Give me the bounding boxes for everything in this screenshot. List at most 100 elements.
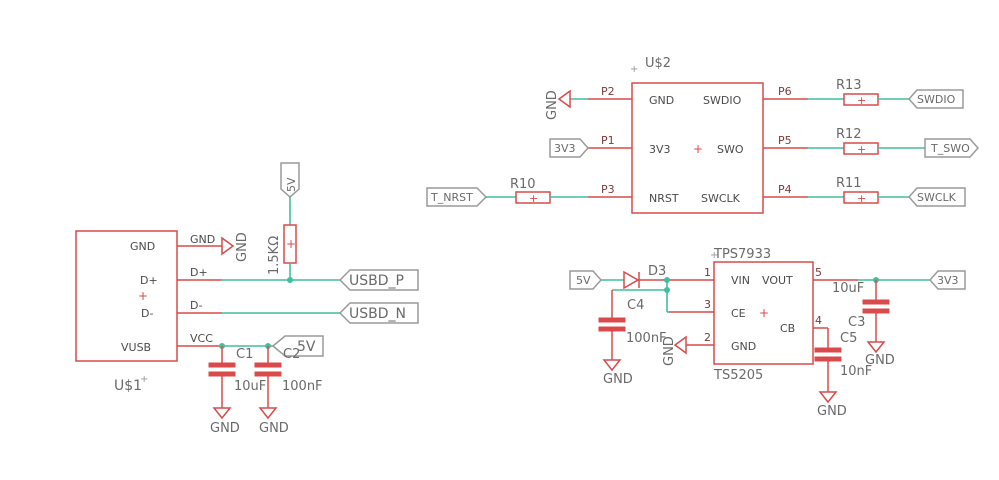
usb-net-vcc: VCC xyxy=(190,332,213,345)
usb-pin-dminus: D- xyxy=(141,307,153,320)
usb-gnd-symbol xyxy=(221,236,235,256)
c1-gnd-symbol xyxy=(212,407,232,420)
flag-t-swo[interactable] xyxy=(924,138,980,158)
r13-name: R13 xyxy=(836,78,862,93)
usb-net-gnd: GND xyxy=(190,233,215,246)
flag-3v3-swd[interactable] xyxy=(549,138,590,158)
flag-3v3-swd-label: 3V3 xyxy=(554,142,576,155)
c3-plate-bottom xyxy=(862,308,890,314)
resistor-pullup-value: 1.5KΩ xyxy=(267,236,282,275)
c5-plate-top xyxy=(814,347,842,353)
c2-plate-bottom xyxy=(254,371,282,377)
c4-name: C4 xyxy=(627,298,644,313)
flag-5v-reg-label: 5V xyxy=(576,274,591,287)
flag-usbd-n-label: USBD_N xyxy=(349,306,406,322)
regulator[interactable]: VIN CE GND VOUT CB + TPS7933 TS5205 + xyxy=(710,247,814,383)
r11-name: R11 xyxy=(836,176,862,191)
usb-pin-dplus: D+ xyxy=(140,274,158,287)
junction-usbd-p xyxy=(287,277,293,283)
usb-net-dminus: D- xyxy=(190,299,202,312)
swd-gnd-symbol xyxy=(557,89,571,109)
c4-gnd-label: GND xyxy=(603,372,633,387)
regulator-value: TS5205 xyxy=(713,368,763,383)
reg-pin-vin: VIN xyxy=(731,274,750,287)
flag-5v-reg[interactable] xyxy=(569,270,603,290)
swd-pin-swclk: SWCLK xyxy=(701,192,741,205)
reg-p2-num: 2 xyxy=(704,331,711,344)
usb-connector-name: U$1 xyxy=(114,378,142,394)
c1-name: C1 xyxy=(236,347,253,362)
c4-gnd-symbol xyxy=(602,359,622,372)
swd-pin-gnd: GND xyxy=(649,94,674,107)
flag-usbd-p-label: USBD_P xyxy=(349,273,404,289)
flag-5v-vcc[interactable] xyxy=(271,335,324,357)
flag-usbd-p[interactable] xyxy=(338,269,419,291)
c3-name: C3 xyxy=(848,315,865,330)
flag-5v-top[interactable] xyxy=(280,162,300,199)
usb-gnd-symbol-label: GND xyxy=(235,232,250,262)
usb-connector[interactable]: GND D+ D- VUSB + U$1 + xyxy=(75,230,178,394)
usb-connector-body xyxy=(75,230,178,362)
reg-pin-cb: CB xyxy=(780,322,795,335)
c3-value: 10uF xyxy=(832,281,864,296)
c4-plate-top xyxy=(598,317,626,323)
flag-t-swo-label: T_SWO xyxy=(930,142,970,155)
c1-plate-top xyxy=(208,362,236,368)
swd-pin-swo: SWO xyxy=(717,143,744,156)
r11-mark: + xyxy=(857,192,866,205)
c1-plate-bottom xyxy=(208,371,236,377)
c2-gnd-label: GND xyxy=(259,421,289,436)
usb-net-dplus: D+ xyxy=(190,266,208,279)
reg-gnd-label: GND xyxy=(662,336,677,366)
regulator-body xyxy=(713,261,814,365)
reg-pin-gnd: GND xyxy=(731,340,756,353)
c5-plate-bottom xyxy=(814,356,842,362)
c3-plate-top xyxy=(862,299,890,305)
c1-gnd-label: GND xyxy=(210,421,240,436)
flag-5v-vcc-label: 5V xyxy=(297,339,316,355)
flag-3v3-reg[interactable] xyxy=(928,270,966,290)
reg-pin-vout: VOUT xyxy=(762,274,793,287)
usb-name-origin: + xyxy=(140,374,148,385)
c2-gnd-symbol xyxy=(258,407,278,420)
c2-name: C2 xyxy=(283,347,300,362)
swd-p4-num: P4 xyxy=(778,183,792,196)
swd-pin-nrst: NRST xyxy=(649,192,679,205)
flag-usbd-n[interactable] xyxy=(338,302,419,324)
flag-5v-top-label: 5V xyxy=(285,177,298,192)
flag-swclk[interactable] xyxy=(907,187,966,207)
usb-origin-mark: + xyxy=(138,289,148,303)
swd-pin-swdio: SWDIO xyxy=(703,94,742,107)
flag-swdio-label: SWDIO xyxy=(917,93,956,106)
r13-mark: + xyxy=(857,94,866,107)
regulator-name: TPS7933 xyxy=(713,247,771,262)
swd-name-origin: + xyxy=(630,64,638,75)
swd-header-name: U$2 xyxy=(645,56,671,71)
r10-name: R10 xyxy=(510,177,536,192)
reg-origin-mark: + xyxy=(759,306,769,320)
reg-p1-num: 1 xyxy=(704,266,711,279)
flag-t-nrst[interactable] xyxy=(426,187,488,207)
reg-gnd-symbol xyxy=(673,335,687,355)
r12-mark: + xyxy=(857,143,866,156)
swd-origin-mark: + xyxy=(693,142,703,156)
swd-header[interactable]: GND 3V3 NRST SWDIO SWO SWCLK + U$2 + xyxy=(630,56,764,214)
c5-name: C5 xyxy=(840,331,857,346)
c4-plate-bottom xyxy=(598,326,626,332)
reg-p4-num: 4 xyxy=(815,314,822,327)
r12-name: R12 xyxy=(836,127,862,142)
diode-d3[interactable] xyxy=(623,270,640,290)
flag-swclk-label: SWCLK xyxy=(917,191,957,204)
usb-pin-gnd: GND xyxy=(130,240,155,253)
flag-t-nrst-label: T_NRST xyxy=(430,191,473,204)
reg-p3-num: 3 xyxy=(704,298,711,311)
usb-pin-vusb: VUSB xyxy=(121,341,151,354)
c5-gnd-label: GND xyxy=(817,404,847,419)
swd-p2-num: P2 xyxy=(601,85,615,98)
c3-gnd-symbol xyxy=(866,341,886,354)
reg-p5-num: 5 xyxy=(815,266,822,279)
c5-gnd-symbol xyxy=(818,391,838,404)
flag-swdio[interactable] xyxy=(907,89,964,109)
